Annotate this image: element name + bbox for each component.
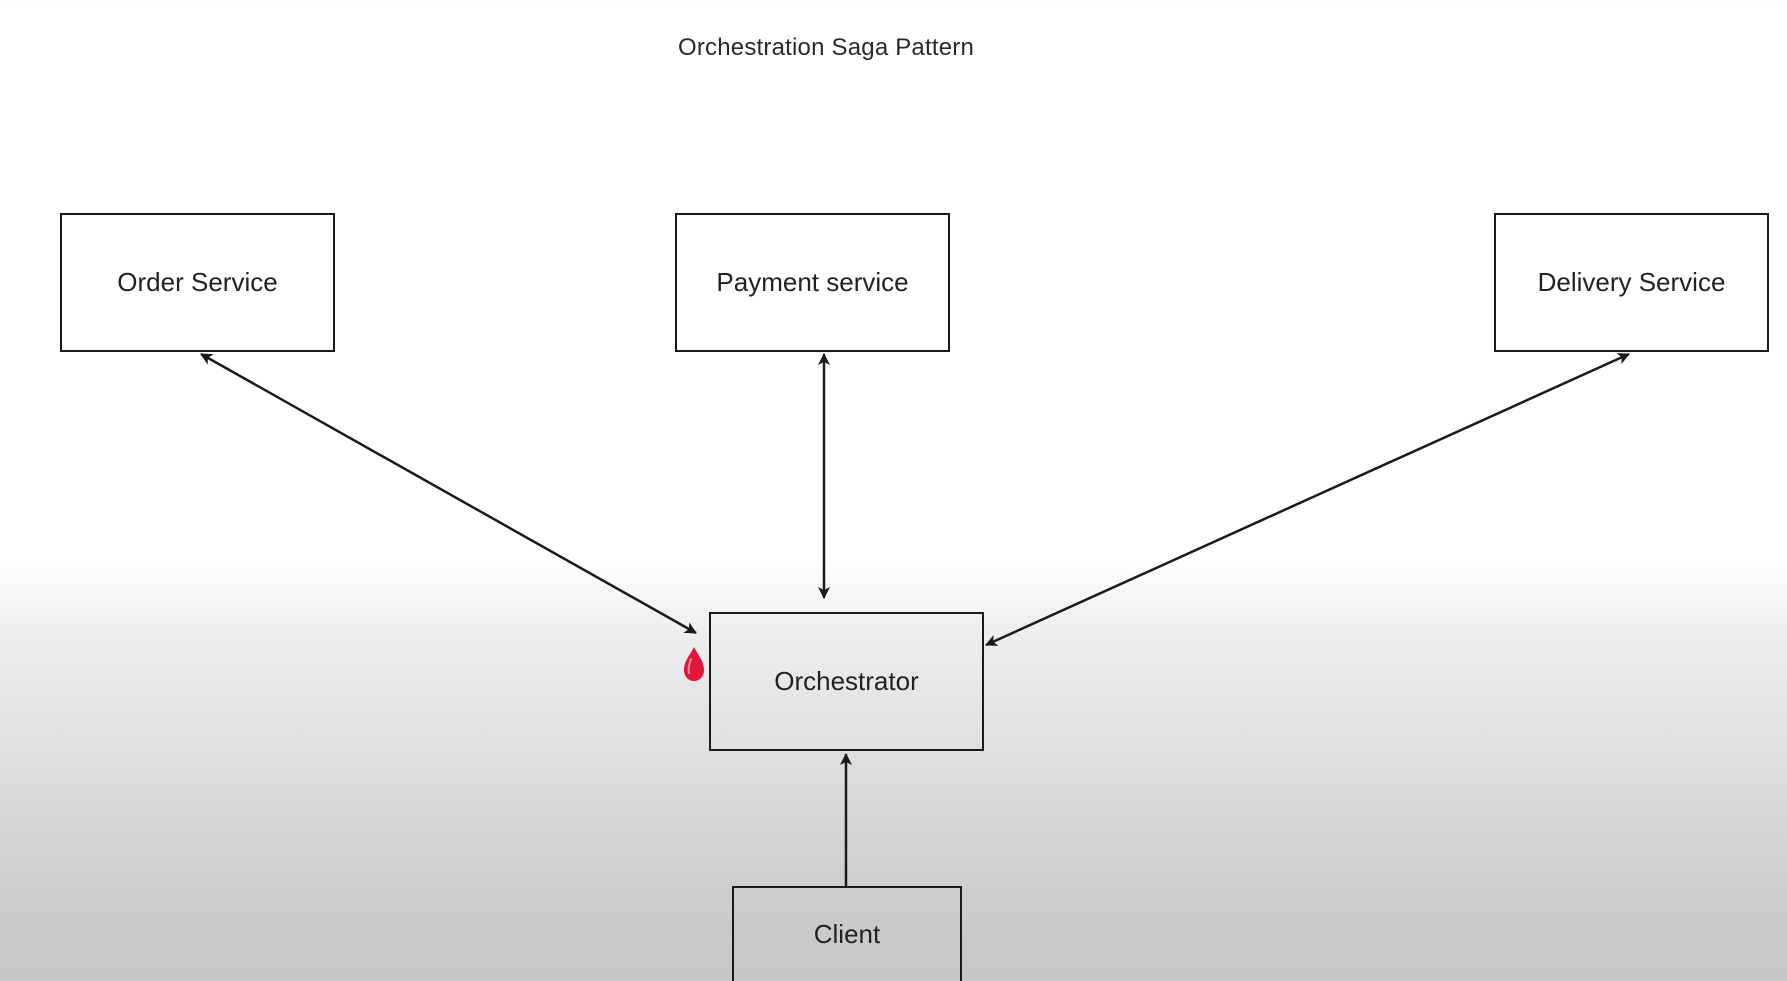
order-service-label: Order Service — [117, 267, 278, 297]
pointer-cursor-icon — [684, 647, 704, 681]
orchestrator-node[interactable]: Orchestrator — [709, 612, 984, 751]
payment-service-node[interactable]: Payment service — [675, 213, 950, 352]
orchestrator-label: Orchestrator — [774, 666, 919, 696]
diagram-title: Orchestration Saga Pattern — [677, 34, 975, 61]
delivery-service-node[interactable]: Delivery Service — [1494, 213, 1769, 352]
client-node[interactable]: Client — [732, 886, 962, 981]
client-label: Client — [813, 918, 881, 949]
order-service-node[interactable]: Order Service — [60, 213, 335, 352]
edge-orchestrator-delivery — [985, 352, 1630, 647]
payment-service-label: Payment service — [716, 267, 909, 297]
edge-orchestrator-order — [200, 352, 697, 635]
delivery-service-label: Delivery Service — [1537, 267, 1726, 297]
